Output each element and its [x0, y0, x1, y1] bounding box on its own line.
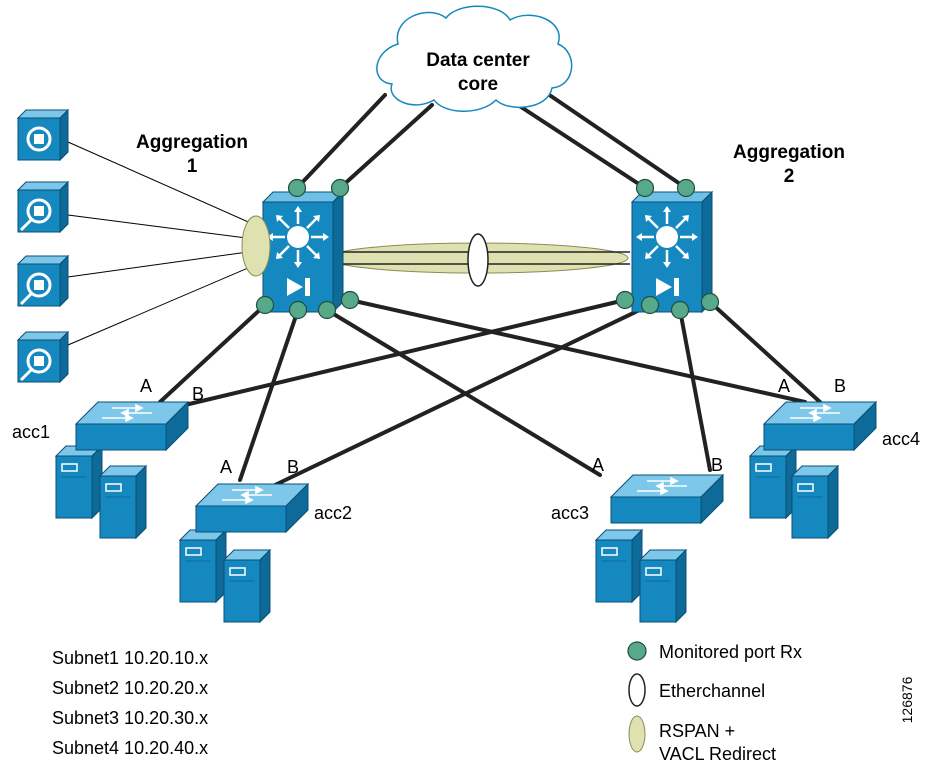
etherchannel-marker: [467, 233, 489, 287]
aggregation-2-label-line2: 2: [784, 166, 795, 187]
acc1-port-b: B: [192, 384, 204, 404]
monitoring-probe-1: [16, 108, 70, 162]
acc2-label: acc2: [314, 503, 352, 523]
legend-rspan-label-line1: RSPAN +: [659, 721, 735, 741]
acc1-port-a: A: [140, 376, 152, 396]
core-label-line1: Data center: [426, 50, 530, 71]
aggregation-1-label-line1: Aggregation: [136, 132, 248, 153]
access-links: [158, 298, 822, 487]
acc4-port-b: B: [834, 376, 846, 396]
access-switch-4: [749, 401, 877, 539]
access-switch-3: [595, 474, 724, 623]
aggregation-2-label-line1: Aggregation: [733, 142, 845, 163]
rspan-port-marker: [241, 215, 271, 277]
legend-rspan-label-line2: VACL Redirect: [659, 744, 776, 764]
monitoring-probe-4: [18, 332, 68, 382]
legend: Monitored port Rx Etherchannel RSPAN + V…: [627, 641, 802, 764]
legend-etherchannel-label: Etherchannel: [659, 681, 765, 701]
aggregation-1-label-line2: 1: [187, 156, 198, 177]
figure-id: 126876: [899, 676, 915, 723]
subnet-item: Subnet2 10.20.20.x: [52, 678, 208, 698]
acc3-port-b: B: [711, 455, 723, 475]
core-cloud: Data center core: [376, 5, 573, 112]
acc3-label: acc3: [551, 503, 589, 523]
probe-links: [67, 141, 263, 346]
acc2-port-b: B: [287, 457, 299, 477]
acc1-label: acc1: [12, 422, 50, 442]
acc4-port-a: A: [778, 376, 790, 396]
subnet-item: Subnet1 10.20.10.x: [52, 648, 208, 668]
aggregation-switch-1: [261, 190, 345, 314]
access-switch-2: [179, 483, 309, 623]
access-switch-1: [55, 401, 189, 539]
aggregation-switch-2: [630, 190, 714, 314]
monitored-ports: [255, 178, 720, 320]
monitoring-probe-3: [18, 256, 68, 306]
acc4-label: acc4: [882, 429, 920, 449]
legend-etherchannel-symbol: [628, 673, 646, 707]
acc2-port-a: A: [220, 457, 232, 477]
subnet-list: Subnet1 10.20.10.x Subnet2 10.20.20.x Su…: [52, 648, 208, 758]
subnet-item: Subnet3 10.20.30.x: [52, 708, 208, 728]
legend-monitored-symbol: [627, 641, 647, 661]
acc3-port-a: A: [592, 455, 604, 475]
legend-rspan-symbol: [628, 715, 646, 753]
core-links: [295, 90, 688, 190]
monitoring-probe-2: [18, 182, 68, 232]
legend-monitored-label: Monitored port Rx: [659, 642, 802, 662]
core-label-line2: core: [458, 74, 498, 95]
subnet-item: Subnet4 10.20.40.x: [52, 738, 208, 758]
